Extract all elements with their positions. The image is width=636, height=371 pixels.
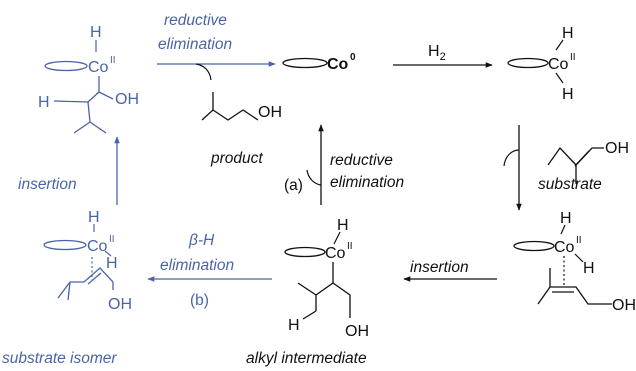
hydride-top: H — [90, 24, 102, 41]
cyclopentadienyl-ring — [44, 60, 88, 72]
co-isomer-oxidation-state: II — [109, 234, 115, 245]
cyclopentadienyl-ring — [507, 57, 549, 69]
alkyl-hydroxyl: OH — [345, 323, 369, 340]
co-alkyl-oxidation-state: II — [347, 241, 353, 252]
co-alkyl-metal: Co — [325, 245, 346, 262]
h2-label: H2 — [428, 43, 446, 63]
hydride-right: H — [583, 260, 595, 277]
co-top-left-oxidation-state: II — [110, 55, 116, 66]
branch-b-label: (b) — [190, 292, 209, 309]
isomer-hydroxyl: OH — [108, 296, 132, 313]
product-release-curve — [306, 169, 322, 186]
hydride-top: H — [88, 209, 100, 226]
complex-hydroxyl: OH — [612, 297, 636, 314]
hydride-top: H — [337, 217, 349, 234]
top-left-h-label: H — [38, 94, 50, 111]
co-dihydride-metal: Co — [548, 56, 569, 73]
reductive-elimination-mid-2: elimination — [330, 174, 404, 191]
co0-metal: Co — [327, 56, 349, 73]
reductive-elimination-top-2: elimination — [158, 36, 232, 53]
cyclopentadienyl-ring — [43, 239, 87, 251]
co-isomer-metal: Co — [87, 238, 108, 255]
co-substrate-oxidation-state: II — [576, 235, 582, 246]
cobalt-zero-species: Co 0 — [282, 52, 356, 73]
branch-a-label: (a) — [284, 177, 303, 194]
top-release-curve — [195, 63, 212, 81]
cyclopentadienyl-ring — [282, 57, 328, 69]
beta-h-label-2: elimination — [160, 257, 234, 274]
beta-h-label-1: β-H — [188, 232, 215, 249]
substrate-curve — [503, 149, 520, 167]
alkyl-h-label: H — [288, 317, 300, 334]
top-left-hydroxyl: OH — [115, 91, 139, 108]
substrate-isomer-label: substrate isomer — [2, 350, 117, 367]
co-substrate-metal: Co — [554, 239, 575, 256]
cobalt-dihydride-species: Co II H H — [507, 25, 576, 103]
reductive-elimination-mid-1: reductive — [330, 152, 393, 169]
product-hydroxyl: OH — [258, 104, 282, 121]
hydride-top: H — [562, 25, 574, 42]
substrate-hydroxyl: OH — [605, 140, 629, 157]
insertion-left-label: insertion — [18, 176, 77, 193]
cyclopentadienyl-ring — [284, 246, 326, 258]
cobalt-alkyl-intermediate: Co II H H OH — [284, 217, 369, 340]
cyclopentadienyl-ring — [513, 240, 555, 252]
product-label: product — [210, 150, 263, 167]
alkyl-intermediate-label: alkyl intermediate — [246, 350, 367, 367]
co-dihydride-oxidation-state: II — [570, 52, 576, 63]
hydride-bottom: H — [562, 86, 574, 103]
reductive-elimination-top-1: reductive — [164, 12, 227, 29]
cobalt-substrate-isomer-complex: Co II H H OH — [43, 209, 132, 313]
cobalt-substrate-complex: Co II H H OH — [513, 210, 636, 314]
substrate-molecule: OH — [547, 140, 629, 184]
substrate-label: substrate — [538, 176, 602, 193]
hydride-right: H — [106, 255, 118, 272]
co-top-left-metal: Co — [88, 59, 109, 76]
co0-oxidation-state: 0 — [350, 52, 356, 63]
insertion-bottom-label: insertion — [410, 259, 469, 276]
cobalt-alkoxy-alkyl-species: Co II H OH H — [38, 24, 139, 134]
product-molecule: OH — [201, 92, 282, 121]
hydride-top: H — [560, 210, 572, 227]
